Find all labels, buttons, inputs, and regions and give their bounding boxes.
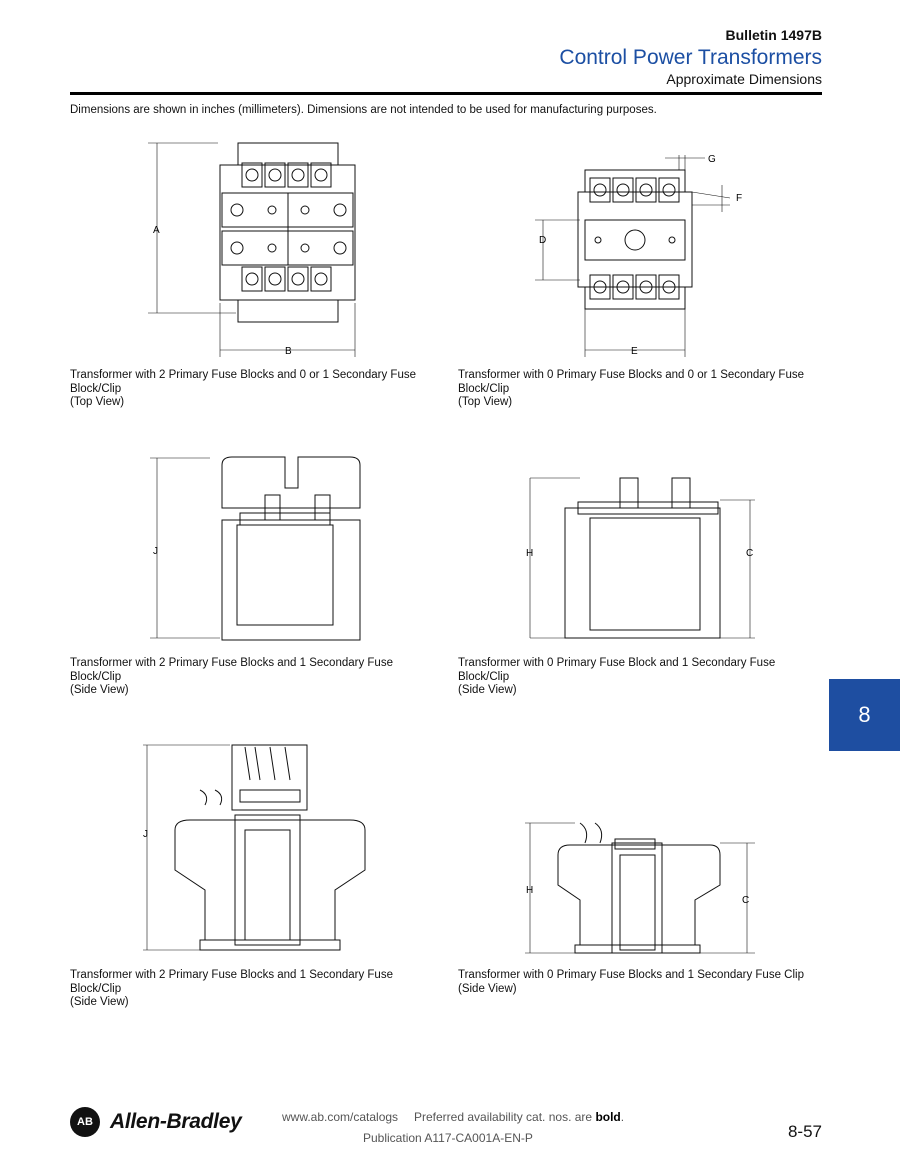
caption-line: (Top View) (70, 396, 125, 408)
figure-1-drawing: A B (140, 135, 375, 365)
caption-line: (Top View) (458, 396, 513, 408)
figure-6-drawing: H C (520, 815, 760, 960)
dim-f-label: F (736, 193, 742, 204)
page-subtitle: Approximate Dimensions (666, 71, 822, 87)
caption-line: (Side View) (70, 996, 129, 1008)
figure-4-caption: Transformer with 0 Primary Fuse Block an… (458, 657, 775, 698)
preferred-text: Preferred availability cat. nos. are (414, 1110, 593, 1124)
caption-line: Transformer with 2 Primary Fuse Blocks a… (70, 657, 393, 669)
figure-4-drawing: H C (520, 470, 760, 650)
dim-c-label: C (742, 895, 749, 906)
caption-line: (Side View) (70, 684, 129, 696)
page-title: Control Power Transformers (559, 46, 822, 69)
dim-h-label: H (526, 885, 533, 896)
dim-j-label: J (143, 829, 148, 840)
figure-5-drawing: J (135, 735, 380, 955)
caption-line: Transformer with 0 Primary Fuse Blocks a… (458, 369, 804, 381)
ab-logo-icon: AB (70, 1107, 100, 1137)
figure-2-caption: Transformer with 0 Primary Fuse Blocks a… (458, 369, 804, 410)
allen-bradley-logo: AB Allen-Bradley (70, 1107, 242, 1137)
dim-e-label: E (631, 346, 638, 357)
figure-3-drawing: J (140, 450, 375, 650)
catalog-link[interactable]: www.ab.com/catalogs (282, 1110, 399, 1124)
caption-line: Transformer with 0 Primary Fuse Block an… (458, 657, 776, 669)
caption-line: (Side View) (458, 684, 517, 696)
caption-line: Block/Clip (458, 670, 510, 683)
figure-5-caption: Transformer with 2 Primary Fuse Blocks a… (70, 969, 393, 1010)
caption-line: Block/Clip (70, 982, 122, 995)
preferred-note: Preferred availability cat. nos. are bol… (414, 1110, 625, 1124)
publication-number: Publication A117-CA001A-EN-P (363, 1131, 533, 1145)
dim-h-label: H (526, 548, 533, 559)
caption-line: Transformer with 2 Primary Fuse Blocks a… (70, 969, 393, 981)
dim-a-label: A (153, 225, 160, 236)
dim-d-label: D (539, 235, 546, 246)
caption-line: Block/Clip (458, 382, 510, 395)
caption-line: (Side View) (458, 982, 517, 995)
figure-1-caption: Transformer with 2 Primary Fuse Blocks a… (70, 369, 416, 410)
caption-line: Transformer with 0 Primary Fuse Blocks a… (458, 969, 804, 981)
section-tab: 8 (829, 679, 900, 751)
dim-c-label: C (746, 548, 753, 559)
dim-j-label: J (153, 546, 158, 557)
figure-6-caption: Transformer with 0 Primary Fuse Blocks a… (458, 969, 804, 996)
dim-b-label: B (285, 346, 292, 357)
caption-line: Transformer with 2 Primary Fuse Blocks a… (70, 369, 416, 381)
page-number: 8-57 (787, 1122, 822, 1141)
header-rule (70, 92, 822, 95)
preferred-bold: bold (595, 1110, 621, 1124)
dimensions-note: Dimensions are shown in inches (millimet… (70, 104, 657, 116)
dim-g-label: G (708, 154, 716, 165)
figure-3-caption: Transformer with 2 Primary Fuse Blocks a… (70, 657, 393, 698)
figure-2-drawing: G F D E (530, 150, 760, 365)
caption-line: Block/Clip (70, 670, 122, 683)
brand-name: Allen-Bradley (110, 1110, 242, 1133)
caption-line: Block/Clip (70, 382, 122, 395)
bulletin-label: Bulletin 1497B (725, 27, 822, 43)
